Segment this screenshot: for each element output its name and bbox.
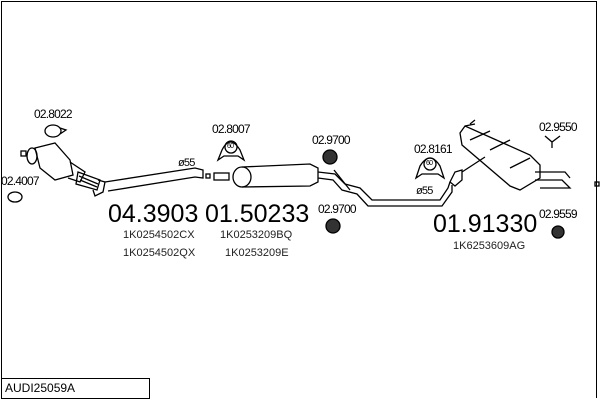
main-part-number: 04.3903 (108, 200, 199, 228)
rear-silencer-icon (449, 119, 600, 191)
main-part-number: 01.91330 (433, 210, 538, 238)
oe-number: 1K0253209BQ (220, 229, 293, 241)
part-number: 02.9550 (539, 120, 578, 134)
gasket-ring-02-4007-icon (7, 191, 23, 203)
clamp-02-8161-icon (414, 157, 446, 180)
bracket-02-9550-icon (544, 135, 561, 148)
catalytic-converter-icon (20, 142, 204, 197)
clamp-size: 60 (227, 143, 234, 150)
rubber-mount-icon (322, 149, 565, 239)
oe-number: 1K0254502CX (123, 229, 195, 241)
part-number: 02.9700 (318, 202, 357, 216)
part-number: 02.9700 (312, 133, 351, 147)
oe-number: 1K6253609AG (453, 240, 526, 252)
clamp-02-8022-icon (44, 124, 68, 138)
clamp-02-8007-icon (216, 140, 246, 162)
part-number: 02.8022 (34, 107, 73, 121)
front-silencer-icon (205, 163, 453, 207)
clamp-size: 60 (426, 160, 433, 167)
main-part-number: 01.50233 (205, 200, 310, 228)
part-number: 02.8007 (212, 122, 251, 136)
oe-number: 1K0254502QX (123, 247, 196, 259)
part-number: 02.4007 (1, 174, 40, 188)
part-number: 02.8161 (414, 142, 453, 156)
part-number: 02.9559 (539, 207, 578, 221)
diagram-title: AUDI25059A (1, 378, 150, 399)
oe-number: 1K0253209E (225, 247, 289, 259)
diameter-label: ø55 (416, 185, 433, 197)
diameter-label: ø55 (178, 157, 195, 169)
